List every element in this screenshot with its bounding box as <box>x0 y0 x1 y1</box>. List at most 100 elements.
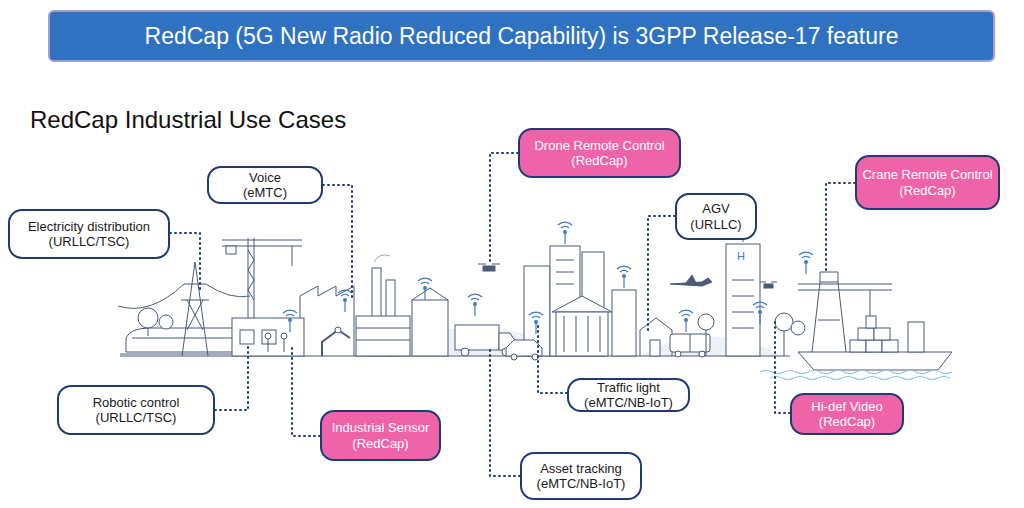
city-line-art <box>181 300 209 301</box>
city-line-art <box>206 284 250 297</box>
city-line-art <box>455 325 499 350</box>
city-line-art <box>356 340 410 341</box>
city-line-art <box>483 266 495 271</box>
city-line-art <box>478 264 486 265</box>
city-line-art <box>118 238 952 370</box>
water-waves <box>760 371 952 374</box>
use-case-callout: Voice(eMTC) <box>207 166 323 204</box>
city-line-art <box>506 340 542 356</box>
city-line-art <box>284 339 285 352</box>
city-line-art <box>335 327 341 333</box>
antenna-icons <box>617 266 631 288</box>
use-case-name: Electricity distribution <box>28 219 150 234</box>
leader-lines <box>490 350 520 476</box>
city-line-art <box>818 320 840 321</box>
use-case-callout: AGV(URLLC) <box>675 193 757 240</box>
technology-label: (URLLC/TSC) <box>96 410 177 425</box>
use-case-name: Hi-def Video <box>811 399 882 414</box>
city-line-art <box>732 280 754 281</box>
city-line-art <box>732 312 754 313</box>
city-line-art <box>556 260 574 261</box>
technology-label: (URLLC) <box>690 217 741 232</box>
technology-label: (eMTC) <box>243 185 287 200</box>
city-line-art <box>760 282 766 283</box>
technology-label: (eMTC/NB-IoT) <box>584 395 673 410</box>
city-line-art <box>640 318 672 356</box>
city-line-art <box>874 328 890 340</box>
city-line-art <box>300 286 354 356</box>
leader-lines <box>215 345 248 410</box>
city-line-art <box>556 312 608 356</box>
city-line-art <box>675 351 681 357</box>
city-line-art <box>670 334 710 352</box>
city-line-art <box>322 330 350 356</box>
city-line-art <box>600 316 601 352</box>
redcap-callout: Drone Remote Control(RedCap) <box>518 128 681 178</box>
city-line-art <box>226 246 236 254</box>
leader-lines <box>170 153 855 476</box>
leader-lines <box>292 348 320 436</box>
city-line-art <box>138 308 158 328</box>
leader-lines <box>775 318 790 413</box>
antenna-icons <box>558 222 572 244</box>
city-line-art <box>118 284 184 308</box>
city-line-art <box>268 339 269 352</box>
city-line-art <box>576 316 577 352</box>
antenna-icons <box>338 290 352 312</box>
city-line-art <box>764 284 773 288</box>
use-case-callout: Asset tracking(eMTC/NB-IoT) <box>520 452 642 500</box>
city-line-art <box>858 328 874 340</box>
city-line-art <box>492 264 500 265</box>
city-line-art <box>412 300 448 356</box>
city-line-art <box>552 296 612 312</box>
leader-lines <box>490 153 518 262</box>
city-line-art <box>732 296 754 297</box>
city-line-art <box>690 334 691 352</box>
redcap-callout: Industrial Sensor(RedCap) <box>320 410 441 461</box>
city-line-art <box>120 356 790 357</box>
leader-lines <box>826 183 855 272</box>
technology-label: (URLLC/TSC) <box>49 234 130 249</box>
city-line-art <box>182 262 208 356</box>
antenna-icons <box>753 302 767 324</box>
antenna-icons <box>679 310 693 332</box>
antenna-icons <box>283 310 297 332</box>
city-line-art <box>686 275 696 283</box>
city-line-art <box>265 333 271 339</box>
city-line-art <box>726 244 760 356</box>
city-line-art <box>262 330 276 344</box>
city-line-art <box>866 340 882 352</box>
leader-lines <box>323 185 352 298</box>
city-line-art <box>187 300 203 330</box>
water-waves <box>760 371 952 380</box>
city-line-art <box>556 272 574 273</box>
city-line-art <box>356 316 410 356</box>
redcap-callout: Crane Remote Control(RedCap) <box>855 155 1000 210</box>
technology-label: (RedCap) <box>571 153 627 168</box>
city-line-art <box>159 315 173 329</box>
city-line-art <box>612 290 636 356</box>
city-line-art <box>771 282 777 283</box>
antenna-icons <box>418 278 432 300</box>
antenna-icons <box>799 252 813 274</box>
city-line-art <box>798 352 952 370</box>
hospital-sign: H <box>737 250 745 262</box>
city-line-art <box>866 316 876 328</box>
city-line-art <box>412 288 448 300</box>
leader-lines <box>648 216 675 330</box>
city-line-art <box>791 321 805 335</box>
city-line-art <box>650 340 660 356</box>
city-line-art <box>374 255 390 262</box>
city-line-art <box>812 282 846 352</box>
title-banner: RedCap (5G New Radio Reduced Capability)… <box>48 10 995 62</box>
antenna-icons <box>529 312 543 334</box>
city-line-art <box>820 272 838 282</box>
city-line-art <box>248 250 254 300</box>
city-line-art <box>556 284 574 285</box>
city-line-art <box>798 284 892 285</box>
use-case-name: Crane Remote Control <box>862 167 992 182</box>
city-line-art <box>798 290 892 291</box>
city-line-art <box>232 318 304 356</box>
